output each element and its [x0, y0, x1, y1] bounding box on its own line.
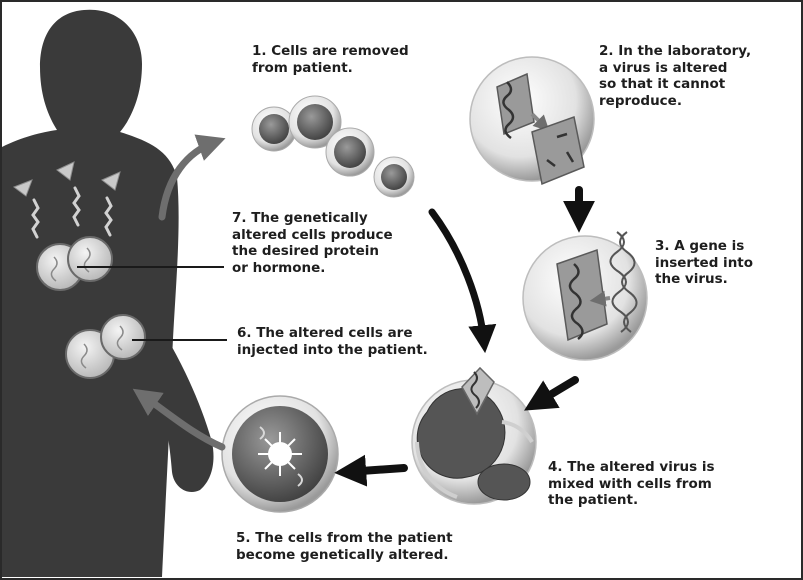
arrow-4-to-5: [347, 468, 404, 472]
arrow-1-to-6: [432, 212, 484, 342]
step-7-label: 7. The genetically altered cells produce…: [232, 210, 393, 276]
removed-cells: [252, 96, 414, 197]
step-4-label: 4. The altered virus is mixed with cells…: [548, 459, 715, 509]
step-3-label: 3. A gene is inserted into the virus.: [655, 238, 753, 288]
altered-cell-sphere: [222, 396, 338, 512]
virus-sphere: [470, 57, 594, 184]
step-6-label: 6. The altered cells are injected into t…: [237, 325, 428, 358]
step-1-label: 1. Cells are removed from patient.: [252, 43, 409, 76]
step-5-label: 5. The cells from the patient become gen…: [236, 530, 453, 563]
step-2-label: 2. In the laboratory, a virus is altered…: [599, 43, 751, 109]
human-body-silhouette: [2, 10, 214, 577]
gene-insertion-sphere: [523, 232, 647, 360]
arrow-3-to-4: [535, 380, 575, 404]
virus-cell-mix-sphere: [412, 368, 536, 504]
